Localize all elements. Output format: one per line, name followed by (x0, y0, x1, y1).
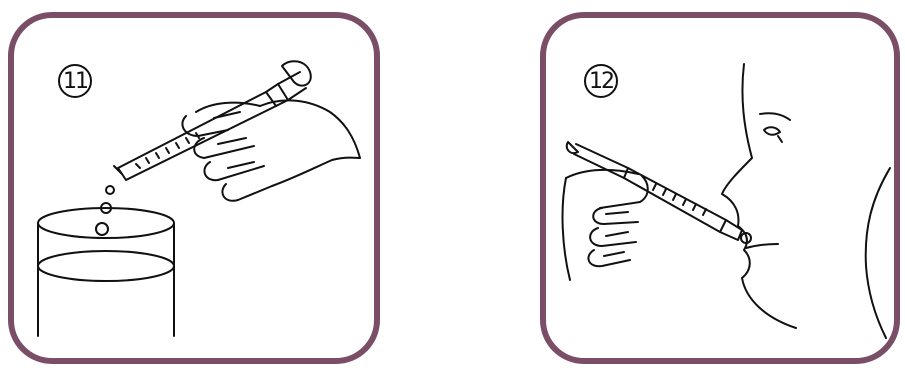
step-12-panel: 12 (540, 12, 900, 364)
syringe-icon (114, 61, 311, 180)
hand-icon (563, 170, 648, 280)
face-profile-icon (722, 64, 890, 338)
hand-icon (182, 100, 360, 200)
glass-of-water-icon (38, 208, 174, 336)
step-number-badge: 12 (584, 64, 618, 98)
step-11-panel: 11 (8, 12, 380, 364)
step-number-badge: 11 (58, 64, 92, 98)
water-drops-icon (96, 186, 114, 235)
